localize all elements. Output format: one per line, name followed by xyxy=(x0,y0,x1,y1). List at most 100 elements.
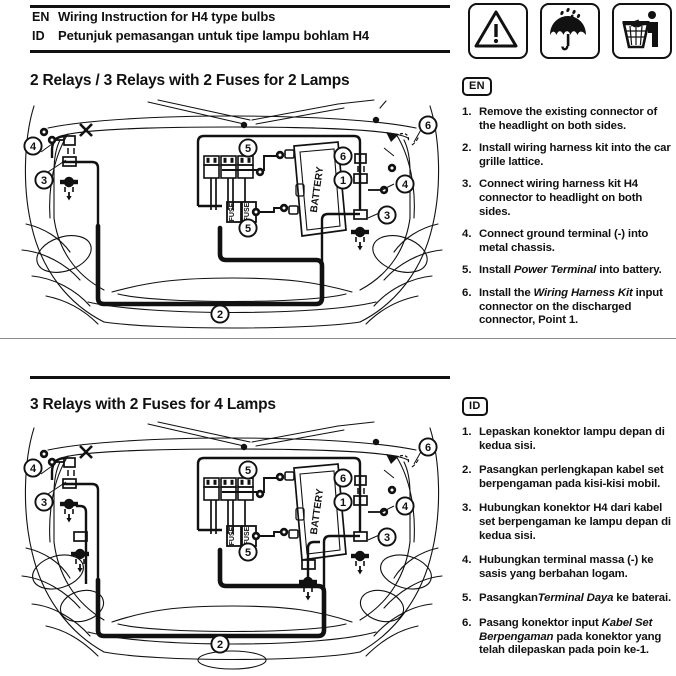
callout-3-right: 3 xyxy=(377,205,397,225)
svg-text:3: 3 xyxy=(384,532,390,544)
step-number: 4. xyxy=(462,228,472,241)
right-lamp-group xyxy=(298,454,410,602)
step-item: 2. Pasangkan perlengkapan kabel set berpe… xyxy=(462,464,672,491)
step-item: 1.Remove the existing connector of the h… xyxy=(462,106,672,133)
fuse-label-1: FUSE xyxy=(229,526,236,545)
step-number: 3. xyxy=(462,178,472,191)
step-item: 3. Hubungkan konektor H4 dari kabel set b… xyxy=(462,502,672,543)
step-number: 3. xyxy=(462,502,472,515)
step-number: 1. xyxy=(462,106,472,118)
header-row-id: ID Petunjuk pemasangan untuk tipe lampu … xyxy=(32,28,452,47)
svg-text:4: 4 xyxy=(402,501,409,513)
callout-3-left: 3 xyxy=(34,170,54,190)
step-text: Hubungkan konektor H4 dari kabel set ber… xyxy=(479,502,671,542)
step-number: 2. xyxy=(462,464,472,477)
keep-dry-umbrella-icon xyxy=(540,3,600,59)
callout-6-right: 6 xyxy=(333,146,353,166)
lang-badge-en: EN xyxy=(462,77,492,96)
svg-text:6: 6 xyxy=(425,120,431,132)
relay-block xyxy=(203,155,254,210)
left-lamp-group xyxy=(39,445,93,574)
car-body-outline xyxy=(21,421,443,670)
callout-1-right: 1 xyxy=(333,170,353,190)
step-item: 1.Lepaskan konektor lampu depan di kedua… xyxy=(462,426,672,453)
svg-text:4: 4 xyxy=(30,141,37,153)
step-item: 3. Connect wiring harness kit H4 connecto… xyxy=(462,178,672,219)
disconnect-x-marker xyxy=(79,123,93,137)
pictogram-bar xyxy=(468,3,672,59)
svg-text:1: 1 xyxy=(340,497,346,509)
header-text-en: Wiring Instruction for H4 type bulbs xyxy=(58,9,276,24)
right-branch xyxy=(306,482,362,592)
disconnect-x-marker xyxy=(79,445,93,459)
callout-4-left: 4 xyxy=(23,136,43,156)
step-emphasis: Wiring Harness Kit xyxy=(533,286,633,299)
main-harness-cable xyxy=(95,223,325,307)
section-1-title: 2 Relays / 3 Relays with 2 Fuses for 2 L… xyxy=(30,72,350,89)
svg-text:5: 5 xyxy=(245,547,251,559)
callout-3-right: 3 xyxy=(377,527,397,547)
battery-terminal-positive xyxy=(284,149,295,159)
step-text: Lepaskan konektor lampu depan di kedua s… xyxy=(479,426,665,452)
step-text: Connect wiring harness kit H4 connector … xyxy=(479,178,643,218)
header: EN Wiring Instruction for H4 type bulbs … xyxy=(0,0,676,62)
right-lamp-group xyxy=(350,132,410,252)
step-emphasis: Kabel Set Berpengaman xyxy=(479,616,653,643)
step-number: 4. xyxy=(462,554,472,567)
battery-label: BATTERY xyxy=(309,488,326,536)
lang-badge-id: ID xyxy=(462,397,488,416)
wiring-diagram-2-lamps: FUSE FUSE BATTERY xyxy=(8,98,456,342)
callout-5-bottom: 5 xyxy=(238,542,258,562)
callout-1-right: 1 xyxy=(333,492,353,512)
page-thin-rule xyxy=(0,338,676,339)
svg-text:4: 4 xyxy=(402,179,409,191)
step-number: 6. xyxy=(462,616,472,629)
step-item: 6.Install the Wiring Harness Kit input c… xyxy=(462,287,672,328)
fuse-label-2: FUSE xyxy=(244,526,251,545)
step-text: Install Power Terminal into battery. xyxy=(479,264,662,277)
step-text: PasangkanTerminal Daya ke baterai. xyxy=(479,592,672,605)
left-lamp-group xyxy=(39,123,93,202)
section-2-title: 3 Relays with 2 Fuses for 4 Lamps xyxy=(30,396,276,413)
fuse-block: FUSE FUSE xyxy=(226,201,257,223)
callout-markers: 4 3 5 5 6 1 4 3 6 2 xyxy=(23,115,438,324)
callout-4-right: 4 xyxy=(395,174,415,194)
wiring-diagram-4-lamps: FUSE FUSE BATTERY xyxy=(8,420,456,676)
fuse-label-2: FUSE xyxy=(244,202,251,221)
header-lang-en: EN xyxy=(32,10,50,24)
svg-text:5: 5 xyxy=(245,143,251,155)
step-text: Install wiring harness kit into the car … xyxy=(479,142,671,168)
step-item: 5. PasangkanTerminal Daya ke baterai. xyxy=(462,592,672,606)
callout-5-top: 5 xyxy=(238,460,258,480)
step-number: 5. xyxy=(462,592,472,605)
main-harness-cable xyxy=(95,547,327,639)
callout-4-right: 4 xyxy=(395,496,415,516)
step-item: 6.Pasang konektor input Kabel Set Berpen… xyxy=(462,617,672,658)
section-divider xyxy=(30,376,450,379)
callout-6-far-right: 6 xyxy=(418,437,438,457)
step-emphasis: Terminal Daya xyxy=(537,592,614,605)
fuse-block: FUSE FUSE xyxy=(226,525,257,547)
header-rule-bottom xyxy=(30,50,450,53)
svg-text:6: 6 xyxy=(340,473,346,485)
battery: BATTERY xyxy=(284,463,347,561)
svg-text:5: 5 xyxy=(245,465,251,477)
header-row-en: EN Wiring Instruction for H4 type bulbs xyxy=(32,9,452,28)
svg-text:3: 3 xyxy=(41,175,47,187)
left-branch xyxy=(62,160,100,226)
step-text: Pasangkan perlengkapan kabel set berpeng… xyxy=(479,464,664,490)
battery-terminal-positive xyxy=(284,471,295,481)
step-text: Hubungkan terminal massa (-) ke sasis ya… xyxy=(479,554,654,580)
step-number: 5. xyxy=(462,264,472,277)
warning-triangle-icon xyxy=(468,3,528,59)
step-number: 2. xyxy=(462,142,472,155)
svg-text:1: 1 xyxy=(340,175,346,187)
callout-4-left: 4 xyxy=(23,458,43,478)
svg-text:6: 6 xyxy=(340,151,346,163)
svg-text:2: 2 xyxy=(217,309,223,321)
callout-5-top: 5 xyxy=(238,138,258,158)
power-terminal-rings xyxy=(251,472,289,541)
callout-2-bottom: 2 xyxy=(210,634,230,654)
callout-2-bottom: 2 xyxy=(210,304,230,324)
callout-5-bottom: 5 xyxy=(238,218,258,238)
